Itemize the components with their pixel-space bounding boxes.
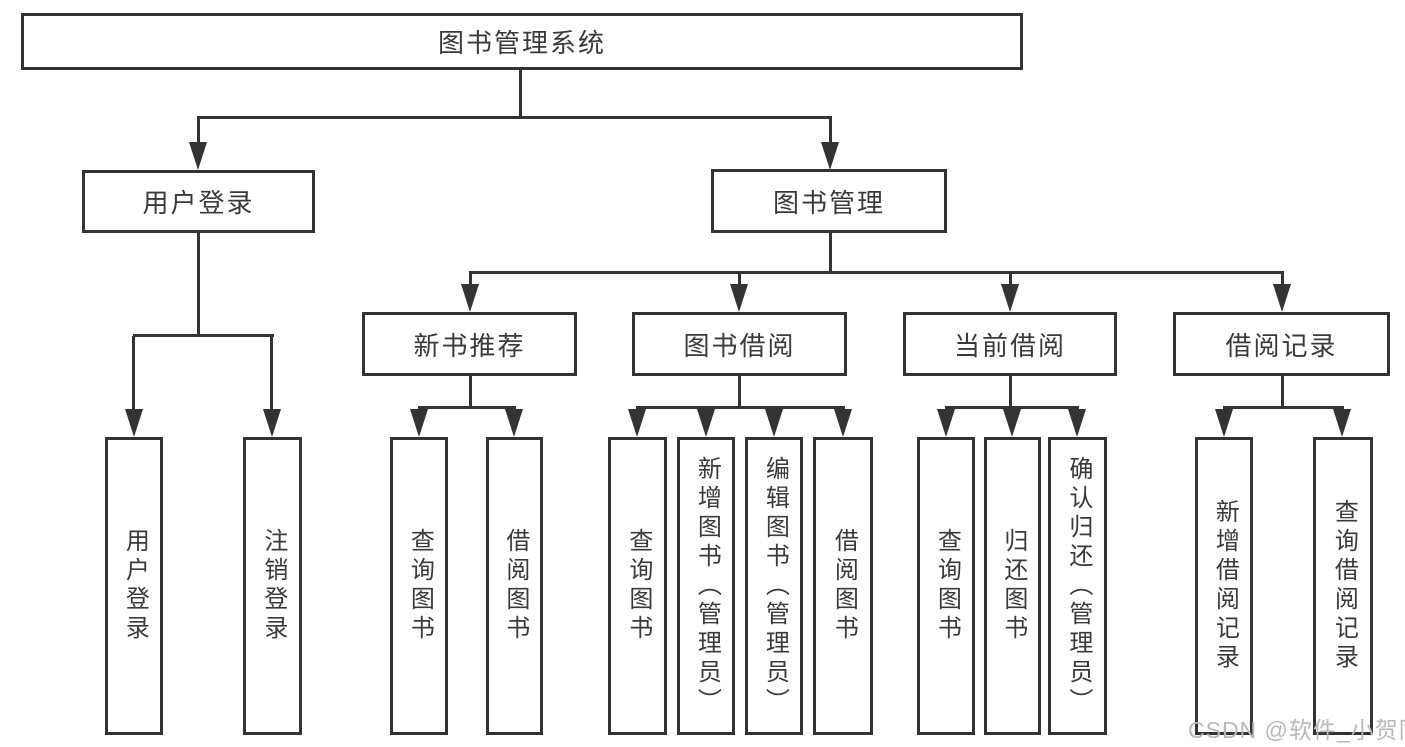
connector-bar xyxy=(1223,406,1344,409)
connector-bar xyxy=(636,406,845,409)
node-leaf-query-book-2: 查询图书 xyxy=(608,437,667,735)
node-book-management: 图书管理 xyxy=(711,169,947,233)
node-book-borrow: 图书借阅 xyxy=(632,312,847,376)
node-leaf-logout: 注销登录 xyxy=(243,437,302,735)
arrow-down-icon xyxy=(1273,284,1291,312)
node-label: 新增图书（管理员） xyxy=(693,455,721,717)
node-leaf-confirm-return: 确认归还（管理员） xyxy=(1048,437,1107,735)
arrow-down-icon xyxy=(730,284,748,312)
node-label: 编辑图书（管理员） xyxy=(761,455,789,717)
connector-stem xyxy=(829,117,832,147)
node-label: 注销登录 xyxy=(259,528,287,644)
arrow-down-icon xyxy=(834,409,852,437)
arrow-down-icon xyxy=(461,284,479,312)
connector-stem xyxy=(197,117,200,147)
node-label: 查询图书 xyxy=(933,528,961,644)
arrow-down-icon xyxy=(410,409,428,437)
node-current-borrow: 当前借阅 xyxy=(903,312,1117,376)
connector-bar xyxy=(945,406,1079,409)
node-label: 用户登录 xyxy=(121,528,149,644)
connector-stem xyxy=(1281,376,1284,409)
arrow-down-icon xyxy=(765,409,783,437)
connector-stem xyxy=(197,233,200,337)
node-user-login: 用户登录 xyxy=(82,170,315,233)
arrow-down-icon xyxy=(937,409,955,437)
node-leaf-return-book: 归还图书 xyxy=(984,437,1041,735)
node-leaf-edit-book: 编辑图书（管理员） xyxy=(745,437,803,735)
node-label: 借阅图书 xyxy=(501,528,529,644)
arrow-down-icon xyxy=(1003,409,1021,437)
node-leaf-query-book-1: 查询图书 xyxy=(390,437,448,735)
arrow-down-icon xyxy=(1333,409,1351,437)
node-label: 确认归还（管理员） xyxy=(1064,455,1092,717)
connector-stem xyxy=(469,272,472,287)
connector-stem xyxy=(132,336,135,412)
node-borrow-records: 借阅记录 xyxy=(1173,312,1390,376)
connector-bar xyxy=(133,334,274,337)
arrow-down-icon xyxy=(628,409,646,437)
node-new-book-recommend: 新书推荐 xyxy=(362,312,577,376)
arrow-down-icon xyxy=(1068,409,1086,437)
arrow-down-icon xyxy=(821,142,839,170)
arrow-down-icon xyxy=(263,409,281,437)
connector-bar xyxy=(418,406,516,409)
node-leaf-borrow-book-1: 借阅图书 xyxy=(486,437,543,735)
connector-stem xyxy=(469,376,472,409)
arrow-down-icon xyxy=(697,409,715,437)
node-leaf-user-login: 用户登录 xyxy=(105,437,163,735)
connector-stem xyxy=(270,336,273,412)
arrow-down-icon xyxy=(1001,284,1019,312)
node-label: 查询图书 xyxy=(624,528,652,644)
connector-level3-bar xyxy=(469,271,1284,274)
node-label: 归还图书 xyxy=(999,528,1027,644)
node-leaf-query-record: 查询借阅记录 xyxy=(1313,437,1373,735)
connector-stem xyxy=(829,233,832,274)
connector-level2-bar xyxy=(197,116,832,119)
arrow-down-icon xyxy=(1215,409,1233,437)
node-leaf-add-record: 新增借阅记录 xyxy=(1195,437,1253,735)
connector-stem xyxy=(738,272,741,287)
connector-stem xyxy=(1281,272,1284,287)
arrow-down-icon xyxy=(189,142,207,170)
node-leaf-query-book-3: 查询图书 xyxy=(917,437,975,735)
arrow-down-icon xyxy=(125,409,143,437)
node-label: 借阅图书 xyxy=(830,528,858,644)
node-label: 查询借阅记录 xyxy=(1330,499,1358,673)
connector-root-stem xyxy=(519,67,522,119)
node-label: 查询图书 xyxy=(406,528,434,644)
node-root: 图书管理系统 xyxy=(21,13,1023,70)
connector-stem xyxy=(1009,272,1012,287)
connector-stem xyxy=(1009,376,1012,409)
arrow-down-icon xyxy=(505,409,523,437)
node-leaf-add-book: 新增图书（管理员） xyxy=(677,437,735,735)
node-leaf-borrow-book-2: 借阅图书 xyxy=(813,437,873,735)
node-label: 新增借阅记录 xyxy=(1211,499,1239,673)
connector-stem xyxy=(738,376,741,409)
csdn-watermark: CSDN @软件_小贺同学 xyxy=(1188,717,1405,743)
